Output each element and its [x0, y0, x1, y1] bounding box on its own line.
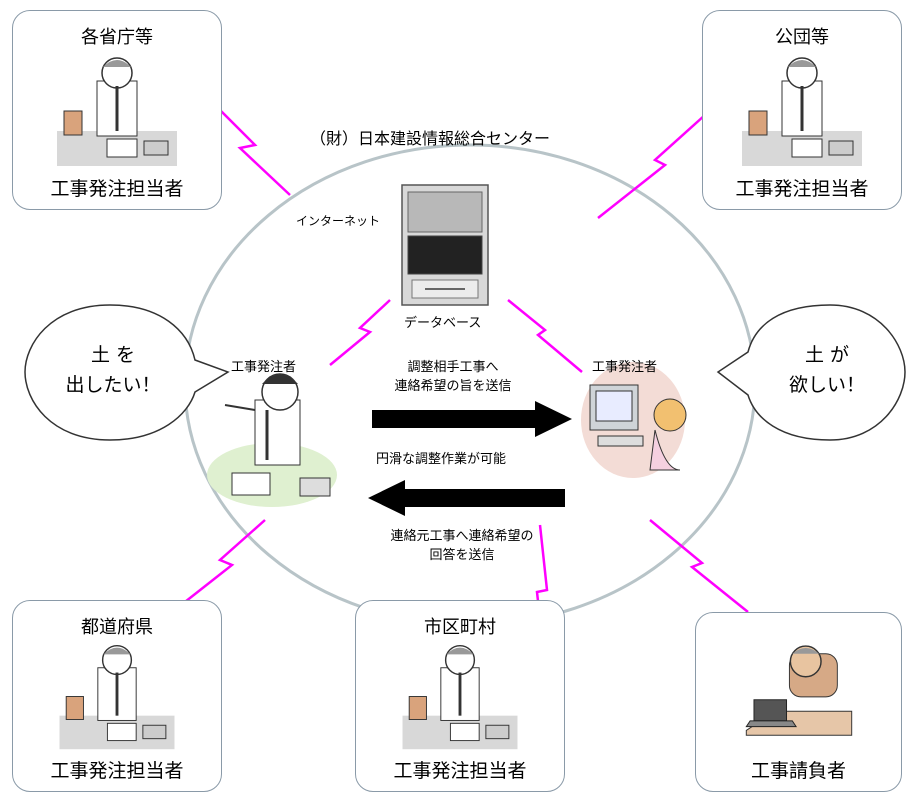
lightning-bolts: [161, 94, 749, 666]
contractor-at-laptop-icon: [744, 645, 852, 736]
bubble-right-shape: [716, 304, 906, 441]
reply-message-line2: 回答を送信: [429, 548, 495, 563]
box-bottom-right: 工事請負者: [695, 612, 902, 792]
database-label: データベース: [404, 316, 482, 331]
lightning-bottom-left: [161, 519, 266, 621]
arrow-right: [372, 401, 572, 437]
box-bottom-left: 都道府県 工事発注担当者: [12, 600, 222, 792]
reply-message-line1: 連絡元工事へ連絡希望の: [390, 529, 534, 544]
box-role: 工事発注担当者: [50, 760, 184, 782]
arrow-left: [368, 480, 565, 516]
left-actor-figure: [207, 373, 337, 507]
box-title: 各省庁等: [81, 27, 153, 48]
lightning-db-right: [507, 299, 583, 373]
lightning-bottom-right: [649, 519, 749, 613]
left-actor-label: 工事発注者: [231, 360, 297, 375]
database-server-icon: [401, 184, 489, 306]
forward-message-line2: 連絡希望の旨を送信: [394, 379, 512, 394]
bubble-right-line2: 欲しい！: [788, 374, 865, 396]
lightning-top-right: [597, 114, 706, 219]
bubble-left-line2: 出したい！: [65, 374, 161, 396]
middle-message: 円滑な調整作業が可能: [376, 452, 507, 467]
bubble-left-line1: 土 を: [90, 344, 136, 366]
box-title: 都道府県: [81, 617, 153, 638]
right-actor-label: 工事発注者: [592, 360, 658, 375]
lightning-db-left: [329, 299, 391, 366]
box-top-left: 各省庁等 工事発注担当者: [12, 10, 222, 210]
forward-message-line1: 調整相手工事へ: [407, 360, 499, 375]
box-role: 工事発注担当者: [735, 178, 869, 200]
box-title: 公団等: [775, 27, 829, 48]
center-title: （財）日本建設情報総合センター: [310, 129, 551, 148]
box-bottom-mid: 市区町村 工事発注担当者: [355, 600, 565, 792]
officer-on-phone-icon: [402, 644, 518, 750]
officer-on-phone-icon: [59, 644, 175, 750]
box-role: 工事発注担当者: [50, 178, 184, 200]
box-top-right: 公団等 工事発注担当者: [702, 10, 902, 210]
officer-on-phone-icon: [57, 57, 177, 166]
box-title: 市区町村: [424, 617, 496, 638]
bubble-right-line1: 土 が: [804, 344, 850, 366]
bubble-left-text: 土 を 出したい！: [38, 340, 188, 400]
internet-label: インターネット: [296, 214, 381, 228]
box-role: 工事請負者: [750, 760, 846, 782]
bubble-left-shape: [24, 304, 230, 441]
reply-message: 連絡元工事へ連絡希望の 回答を送信: [372, 527, 552, 565]
arrows: [368, 401, 572, 516]
officer-on-phone-icon: [742, 57, 862, 166]
lightning-top-left: [204, 94, 291, 196]
box-role: 工事発注担当者: [393, 760, 527, 782]
bubble-right-text: 土 が 欲しい！: [757, 340, 897, 400]
right-actor-figure: [581, 362, 687, 478]
forward-message: 調整相手工事へ 連絡希望の旨を送信: [378, 358, 528, 396]
